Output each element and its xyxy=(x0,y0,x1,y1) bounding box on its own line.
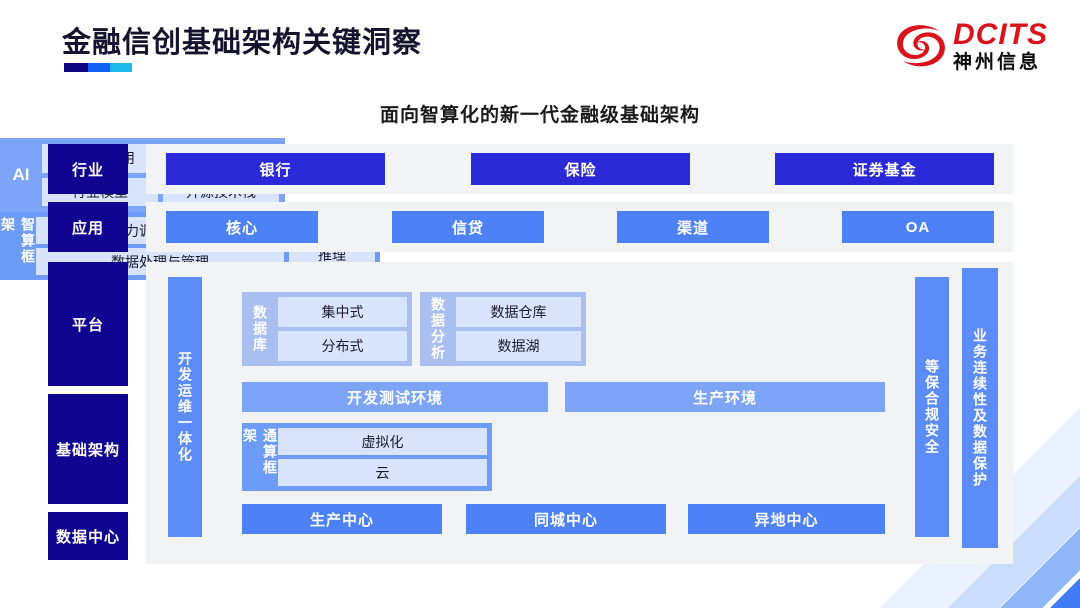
accent-segment-blue xyxy=(88,63,110,72)
layer-label-industry: 行业 xyxy=(48,144,128,194)
title-accent-bar xyxy=(64,63,132,72)
application-chip-oa[interactable]: OA xyxy=(842,211,994,243)
env-bar-production[interactable]: 生产环境 xyxy=(565,382,885,412)
group-intelligent-compute-label: 智算框架 xyxy=(0,217,36,265)
strip-business-continuity: 业务连续性及数据保护 xyxy=(962,268,998,548)
application-chip-credit[interactable]: 信贷 xyxy=(392,211,544,243)
cell-data-warehouse[interactable]: 数据仓库 xyxy=(456,297,581,327)
devops-strip-label: 开发运维一体化 xyxy=(177,351,193,463)
application-chip-core[interactable]: 核心 xyxy=(166,211,318,243)
logo-text-cn: 神州信息 xyxy=(953,52,1042,73)
dc-bar-metro[interactable]: 同城中心 xyxy=(466,504,666,534)
group-data-analysis: 数据分析 数据仓库 数据湖 xyxy=(420,292,586,366)
group-general-compute-label: 通算框架 xyxy=(242,428,278,476)
dc-bar-production[interactable]: 生产中心 xyxy=(242,504,442,534)
page-title: 金融信创基础架构关键洞察 xyxy=(62,27,423,59)
strip-compliance-security-label: 等保合规安全 xyxy=(924,359,940,455)
group-database-label: 数据库 xyxy=(252,305,268,353)
accent-segment-navy xyxy=(64,63,88,72)
dc-bar-remote[interactable]: 异地中心 xyxy=(688,504,885,534)
brand-logo: DCITS 神州信息 xyxy=(895,20,1048,72)
cell-cloud[interactable]: 云 xyxy=(278,459,487,486)
cell-centralized[interactable]: 集中式 xyxy=(278,297,407,327)
layer-label-applications: 应用 xyxy=(48,202,128,252)
accent-segment-cyan xyxy=(110,63,132,72)
cell-distributed[interactable]: 分布式 xyxy=(278,331,407,361)
strip-business-continuity-label: 业务连续性及数据保护 xyxy=(972,328,988,488)
layer-label-datacenter: 数据中心 xyxy=(48,512,128,560)
devops-strip: 开发运维一体化 xyxy=(168,277,202,537)
diagram-subtitle: 面向智算化的新一代金融级基础架构 xyxy=(379,105,700,126)
cell-virtualization[interactable]: 虚拟化 xyxy=(278,428,487,455)
group-database: 数据库 集中式 分布式 xyxy=(242,292,412,366)
layer-label-platform: 平台 xyxy=(48,262,128,386)
logo-text-en: DCITS xyxy=(953,18,1048,51)
strip-compliance-security: 等保合规安全 xyxy=(915,277,949,537)
group-ai-label: AI xyxy=(12,165,30,184)
industry-chip-securities[interactable]: 证券基金 xyxy=(775,153,994,185)
industry-chip-insurance[interactable]: 保险 xyxy=(471,153,690,185)
application-chip-channel[interactable]: 渠道 xyxy=(617,211,769,243)
dcits-swirl-icon xyxy=(897,25,945,67)
page-header: 金融信创基础架构关键洞察 DCITS 神州信息 xyxy=(0,0,1080,90)
cell-data-lake[interactable]: 数据湖 xyxy=(456,331,581,361)
architecture-diagram: 行业 应用 平台 基础架构 数据中心 银行 保险 证券基金 核心 信贷 渠道 O… xyxy=(0,138,1080,578)
industry-chip-bank[interactable]: 银行 xyxy=(166,153,385,185)
group-general-compute: 通算框架 虚拟化 云 xyxy=(242,423,492,491)
group-data-analysis-label: 数据分析 xyxy=(430,297,446,361)
layer-label-infrastructure: 基础架构 xyxy=(48,394,128,504)
env-bar-dev-test[interactable]: 开发测试环境 xyxy=(242,382,548,412)
